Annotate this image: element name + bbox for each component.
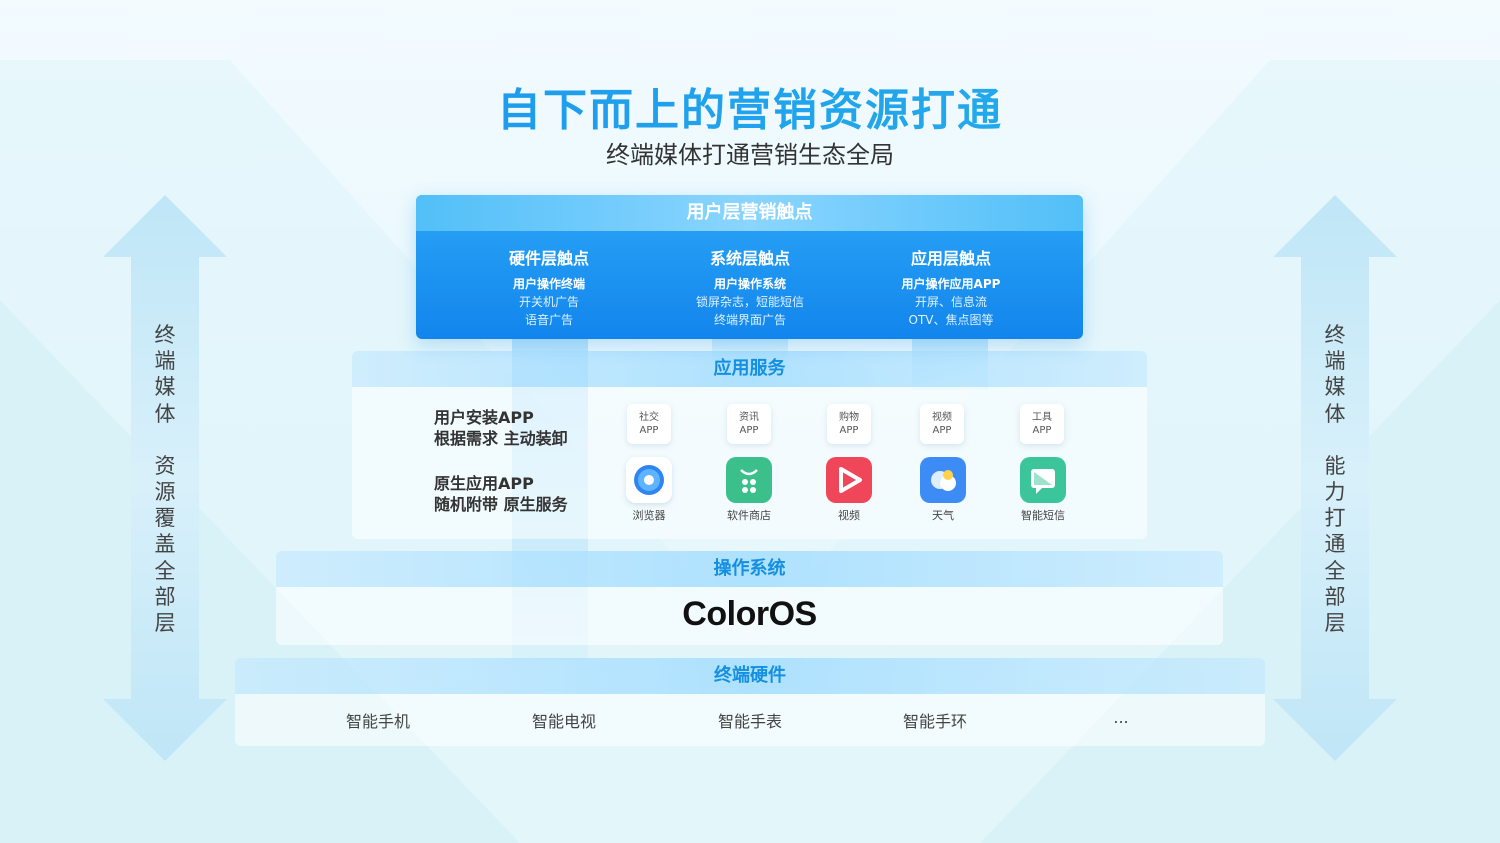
tool-app-chip: 工具 APP xyxy=(1020,404,1064,444)
sms-icon xyxy=(1020,457,1066,503)
touchpoint-subtitle: 用户操作系统 xyxy=(713,277,786,291)
os-layer-body: ColorOS xyxy=(276,587,1223,645)
hw-item: 智能手表 xyxy=(717,712,782,731)
hardware-touchpoint: 硬件层触点 用户操作终端 开关机广告 语音广告 xyxy=(449,245,649,329)
hw-item: 智能手环 xyxy=(902,712,967,731)
chip-line2: APP xyxy=(739,425,759,436)
chip-line2: APP xyxy=(639,425,659,436)
app-touchpoint: 应用层触点 用户操作应用APP 开屏、信息流 OTV、焦点图等 xyxy=(851,245,1051,329)
touchpoint-title: 系统层触点 xyxy=(709,249,790,268)
touchpoint-line1: 开屏、信息流 xyxy=(914,295,987,309)
touchpoint-title: 应用层触点 xyxy=(910,249,991,268)
touchpoint-subtitle: 用户操作终端 xyxy=(512,277,585,291)
touchpoint-subtitle: 用户操作应用APP xyxy=(901,277,1001,291)
touchpoint-line2: OTV、焦点图等 xyxy=(908,313,994,327)
chip-line1: 工具 xyxy=(1032,412,1052,423)
installed-app-desc: 用户安装APP 根据需求 主动装卸 xyxy=(434,407,568,449)
weather-label: 天气 xyxy=(932,509,954,522)
installed-app-desc-line2: 根据需求 主动装卸 xyxy=(434,429,568,448)
browser-label: 浏览器 xyxy=(632,509,666,522)
weather-icon xyxy=(920,457,966,503)
touchpoint-line2: 终端界面广告 xyxy=(713,313,786,327)
os-layer-title: 操作系统 xyxy=(276,551,1223,587)
page-title: 自下而上的营销资源打通 xyxy=(0,74,1500,138)
chip-line1: 视频 xyxy=(932,412,952,423)
sms-label: 智能短信 xyxy=(1021,509,1065,522)
hardware-layer-body: 智能手机 智能电视 智能手表 智能手环 ... xyxy=(235,694,1265,746)
page-subtitle: 终端媒体打通营销生态全局 xyxy=(606,141,894,169)
native-app-desc-line2: 随机附带 原生服务 xyxy=(434,495,568,514)
os-layer: 操作系统 ColorOS xyxy=(276,551,1223,645)
browser-icon xyxy=(626,457,672,503)
hw-item: 智能手机 xyxy=(345,712,410,731)
hw-item-more: ... xyxy=(1113,708,1129,727)
native-app-desc: 原生应用APP 随机附带 原生服务 xyxy=(434,473,568,515)
coloros-logo: ColorOS xyxy=(682,595,817,633)
native-app-desc-line1: 原生应用APP xyxy=(434,474,534,493)
video-icon xyxy=(826,457,872,503)
right-side-line1: 终端媒体 xyxy=(1324,323,1346,426)
installed-app-desc-line1: 用户安装APP xyxy=(434,408,534,427)
app-layer-title: 应用服务 xyxy=(352,351,1147,387)
hw-item: 智能电视 xyxy=(531,712,596,731)
left-side-line1: 终端媒体 xyxy=(154,323,176,426)
touchpoint-title: 硬件层触点 xyxy=(508,249,589,268)
app-store-icon xyxy=(726,457,772,503)
video-label: 视频 xyxy=(838,509,860,522)
touchpoint-line1: 锁屏杂志，短能短信 xyxy=(695,295,804,309)
chip-line2: APP xyxy=(839,425,859,436)
left-double-arrow xyxy=(103,195,227,761)
user-touchpoint-layer: 用户层营销触点 硬件层触点 用户操作终端 开关机广告 语音广告 系统层触点 用户… xyxy=(416,195,1083,339)
hardware-layer-title: 终端硬件 xyxy=(235,658,1265,694)
app-store-label: 软件商店 xyxy=(727,509,771,522)
app-layer-body: 用户安装APP 根据需求 主动装卸 原生应用APP 随机附带 原生服务 社交 A… xyxy=(352,387,1147,539)
chip-line2: APP xyxy=(1032,425,1052,436)
left-side-text: 终端媒体 资源覆盖全部层 xyxy=(103,322,227,636)
right-side-line2: 能力打通全部层 xyxy=(1324,453,1346,636)
news-app-chip: 资讯 APP xyxy=(727,404,771,444)
shopping-app-chip: 购物 APP xyxy=(827,404,871,444)
chip-line1: 购物 xyxy=(839,412,859,423)
app-service-layer: 应用服务 用户安装APP 根据需求 主动装卸 原生应用APP 随机附带 原生服务… xyxy=(352,351,1147,539)
user-layer-title: 用户层营销触点 xyxy=(416,195,1083,231)
right-double-arrow xyxy=(1273,195,1397,761)
system-touchpoint: 系统层触点 用户操作系统 锁屏杂志，短能短信 终端界面广告 xyxy=(650,245,850,329)
right-side-text: 终端媒体 能力打通全部层 xyxy=(1273,322,1397,636)
touchpoint-line2: 语音广告 xyxy=(524,313,573,327)
social-app-chip: 社交 APP xyxy=(627,404,671,444)
hardware-layer: 终端硬件 智能手机 智能电视 智能手表 智能手环 ... xyxy=(235,658,1265,746)
chip-line2: APP xyxy=(932,425,952,436)
left-side-line2: 资源覆盖全部层 xyxy=(154,453,176,636)
chip-line1: 社交 xyxy=(639,412,659,423)
video-app-chip: 视频 APP xyxy=(920,404,964,444)
touchpoint-line1: 开关机广告 xyxy=(518,295,579,309)
chip-line1: 资讯 xyxy=(739,412,759,423)
